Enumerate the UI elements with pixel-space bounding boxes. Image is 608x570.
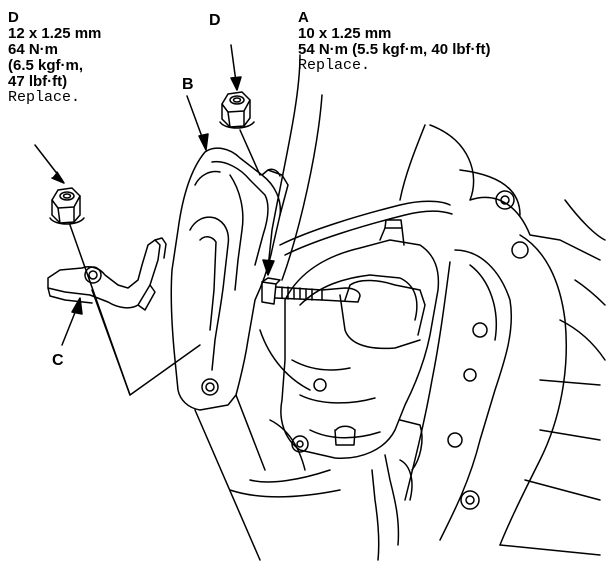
flange-bolt-a xyxy=(261,277,361,305)
label-d-torque-kgf: (6.5 kgf·m, xyxy=(8,57,84,74)
label-a-torque: 54 N·m (5.5 kgf·m, 40 lbf·ft) xyxy=(298,41,491,58)
bracket-b xyxy=(170,147,289,411)
label-d-letter: D xyxy=(8,9,19,26)
label-d-torque-nm: 64 N·m xyxy=(8,41,59,58)
label-d-size: 12 x 1.25 mm xyxy=(8,25,102,42)
flange-nut-d-left xyxy=(49,187,85,225)
callout-c: C xyxy=(52,352,64,369)
engine-mount xyxy=(280,219,440,561)
callout-d-right: D xyxy=(209,12,221,29)
label-d-note: Replace. xyxy=(8,89,81,106)
spec-block-d: D 12 x 1.25 mm 64 N·m (6.5 kgf·m, 47 lbf… xyxy=(8,10,101,106)
leader-lines xyxy=(34,44,323,561)
flange-nut-d-right xyxy=(219,91,255,129)
bracket-c xyxy=(47,237,167,311)
label-d-torque-lbf: 47 lbf·ft) xyxy=(8,73,68,90)
label-a-note: Replace. xyxy=(298,57,371,74)
label-a-letter: A xyxy=(298,9,309,26)
callout-b: B xyxy=(182,76,194,93)
hoses xyxy=(229,200,453,498)
spec-block-a: A 10 x 1.25 mm 54 N·m (5.5 kgf·m, 40 lbf… xyxy=(298,10,491,74)
label-a-size: 10 x 1.25 mm xyxy=(298,25,392,42)
engine-housing xyxy=(399,124,606,556)
